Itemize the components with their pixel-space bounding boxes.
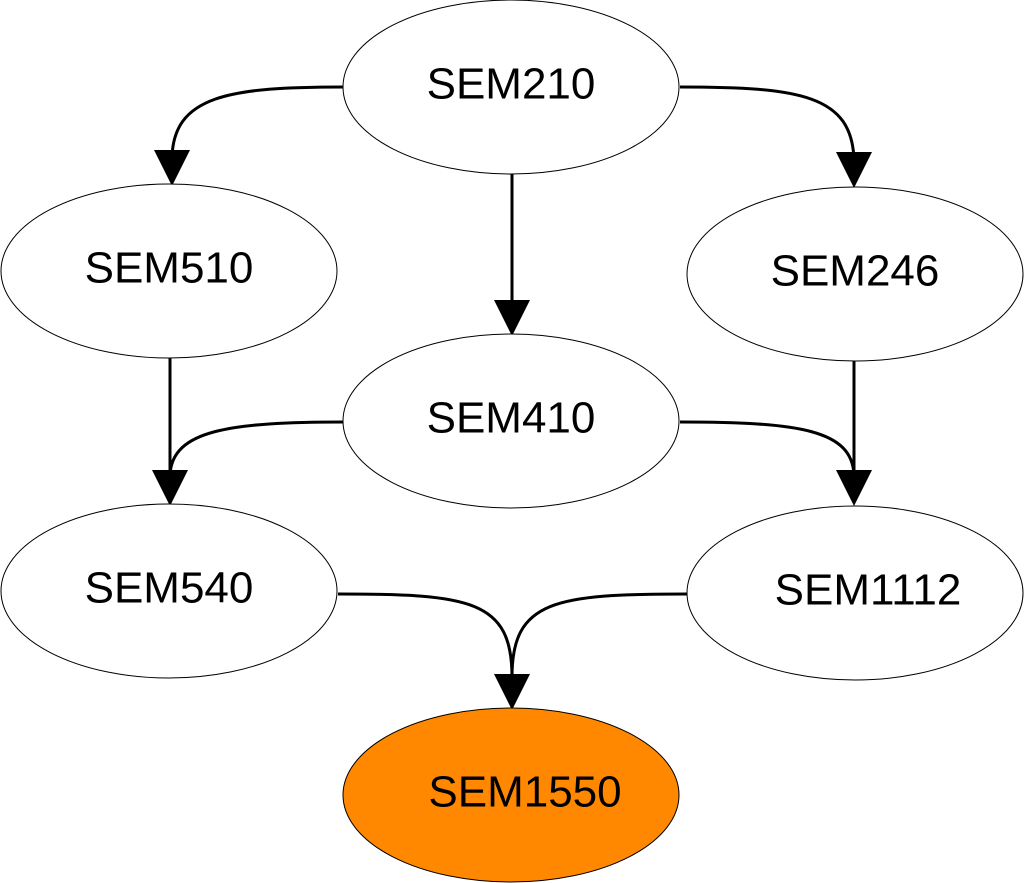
arrowhead-sem540-from-sem510: [152, 470, 188, 506]
node-sem210: SEM210: [342, 0, 680, 175]
arrowhead-sem1112: [836, 470, 872, 506]
arrowhead-sem510: [154, 150, 190, 186]
node-sem1550: SEM1550: [342, 707, 680, 883]
edge-sem410-sem540: [168, 420, 345, 476]
arrowhead-sem246: [836, 152, 872, 188]
node-sem246-shape: [686, 186, 1024, 362]
node-sem510: SEM510: [0, 183, 338, 359]
node-sem210-label: SEM210: [427, 60, 596, 109]
node-sem540-label: SEM540: [85, 564, 254, 613]
arrowhead-sem410: [494, 300, 530, 336]
edges: [152, 85, 872, 710]
node-sem210-shape: [342, 0, 680, 175]
node-sem510-shape: [0, 183, 338, 359]
edge-sem210-sem246: [679, 85, 856, 161]
node-sem540: SEM540: [0, 503, 338, 679]
node-sem1550-label: SEM1550: [428, 768, 621, 817]
node-sem1112: SEM1112: [686, 505, 1024, 681]
arrowhead-sem1550: [494, 674, 530, 710]
node-sem1550-shape: [342, 707, 680, 883]
node-sem1112-label: SEM1112: [775, 566, 962, 615]
edge-sem1112-sem1550: [510, 592, 689, 678]
edge-sem540-sem1550: [337, 592, 514, 678]
edge-sem410-sem1112: [679, 420, 856, 476]
node-sem1112-shape: [686, 505, 1024, 681]
node-sem410-label: SEM410: [427, 394, 596, 443]
node-sem510-label: SEM510: [85, 244, 254, 293]
node-sem410: SEM410: [342, 333, 680, 509]
node-sem540-shape: [0, 503, 338, 679]
node-sem410-shape: [342, 333, 680, 509]
edge-sem210-sem510: [170, 85, 345, 161]
node-sem246-label: SEM246: [771, 247, 940, 296]
node-sem246: SEM246: [686, 186, 1024, 362]
